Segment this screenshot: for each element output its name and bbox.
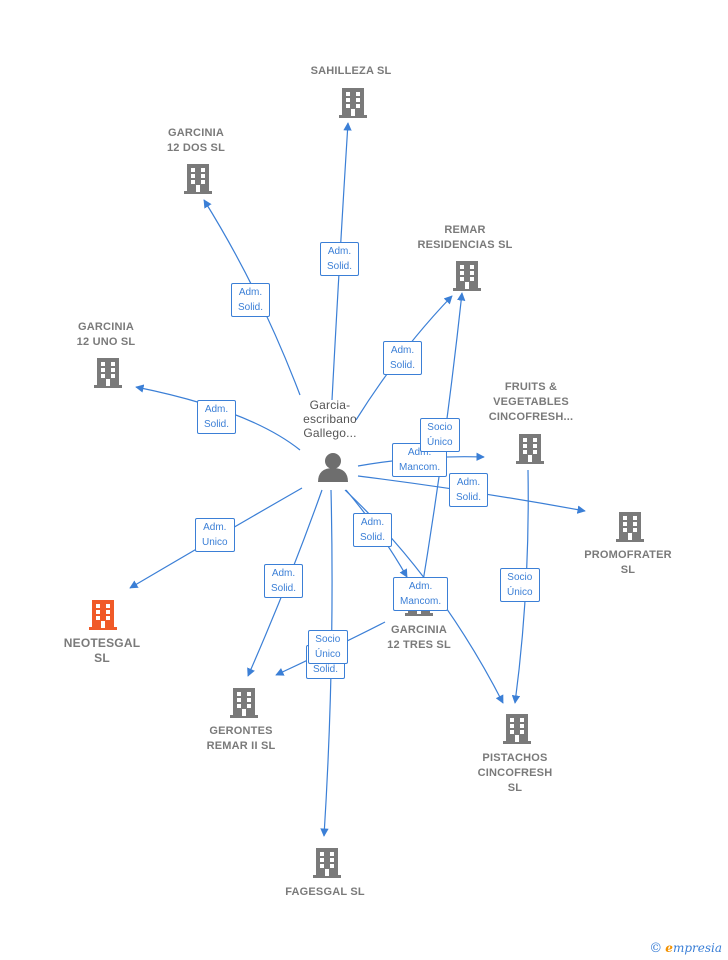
brand-logo[interactable]: ©empresia xyxy=(649,941,722,956)
company-name-line: GARCINIA xyxy=(78,321,134,333)
building-icon[interactable] xyxy=(616,512,644,542)
building-icon[interactable] xyxy=(230,688,258,718)
company-name-line: FAGESGAL SL xyxy=(285,886,365,898)
person-icon[interactable] xyxy=(318,453,348,482)
company-name-line: 12 TRES SL xyxy=(387,639,451,651)
company-name-line: CINCOFRESH xyxy=(477,767,553,779)
relation-label[interactable]: Adm. Solid. xyxy=(449,473,489,507)
company-name-line: FRUITS & xyxy=(504,381,558,393)
building-icon[interactable] xyxy=(184,164,212,194)
company-name-line: SL xyxy=(620,564,636,576)
company-label-pistachos[interactable]: PISTACHOS CINCOFRESH SL xyxy=(455,751,575,796)
company-name-line: CINCOFRESH... xyxy=(488,411,574,423)
relation-label[interactable]: Adm. Solid. xyxy=(353,513,393,547)
relation-label[interactable]: Adm. Solid. xyxy=(383,341,423,375)
relation-label[interactable]: Adm. Solid. xyxy=(264,564,304,598)
copyright-icon: © xyxy=(649,941,663,956)
relation-label[interactable]: Adm. Solid. xyxy=(197,400,237,434)
building-icon[interactable] xyxy=(503,714,531,744)
company-label-gerontes-remar[interactable]: GERONTES REMAR II SL xyxy=(181,724,301,754)
company-label-fruits-vegetables[interactable]: FRUITS & VEGETABLES CINCOFRESH... xyxy=(466,380,596,425)
company-name-line: SAHILLEZA SL xyxy=(310,65,392,77)
company-label-promofrater[interactable]: PROMOFRATER SL xyxy=(568,548,688,578)
company-label-fagesgal[interactable]: FAGESGAL SL xyxy=(265,885,385,900)
person-name[interactable]: Garcia- escribano Gallego... xyxy=(280,398,380,440)
building-icon[interactable] xyxy=(516,434,544,464)
company-name-line: GERONTES xyxy=(209,725,273,737)
company-label-sahilleza[interactable]: SAHILLEZA SL xyxy=(291,64,411,79)
company-name-line: PROMOFRATER xyxy=(584,549,672,561)
company-label-garcinia-12-tres[interactable]: GARCINIA 12 TRES SL xyxy=(359,623,479,653)
person-name-line: Gallego... xyxy=(303,426,357,440)
company-label-garcinia-12-uno[interactable]: GARCINIA 12 UNO SL xyxy=(46,320,166,350)
building-icon[interactable] xyxy=(94,358,122,388)
company-name-line: VEGETABLES xyxy=(493,396,569,408)
relation-label[interactable]: Adm. Mancom. xyxy=(393,577,449,611)
person-name-line: escribano xyxy=(303,412,357,426)
company-name-line: PISTACHOS xyxy=(482,752,548,764)
company-name-line: 12 DOS SL xyxy=(166,142,226,154)
brand-initial: e xyxy=(665,941,673,955)
building-icon[interactable] xyxy=(453,261,481,291)
company-label-neotesgal[interactable]: NEOTESGAL SL xyxy=(42,636,162,666)
building-icon[interactable] xyxy=(339,88,367,118)
company-name-line: REMAR II SL xyxy=(206,740,276,752)
company-name-line: NEOTESGAL xyxy=(63,636,141,650)
focus-building-icon[interactable] xyxy=(89,600,117,630)
company-name-line: SL xyxy=(94,651,110,665)
brand-name: mpresia xyxy=(672,941,722,955)
company-name-line: REMAR xyxy=(444,224,486,236)
building-icon[interactable] xyxy=(313,848,341,878)
company-label-remar-residencias[interactable]: REMAR RESIDENCIAS SL xyxy=(405,223,525,253)
relation-label[interactable]: Socio Único xyxy=(500,568,540,602)
person-name-line: Garcia- xyxy=(309,398,351,412)
relation-label[interactable]: Adm. Solid. xyxy=(231,283,271,317)
company-name-line: RESIDENCIAS SL xyxy=(417,239,513,251)
company-name-line: GARCINIA xyxy=(168,127,224,139)
company-name-line: 12 UNO SL xyxy=(76,336,136,348)
relation-label[interactable]: Adm. Solid. xyxy=(320,242,360,276)
company-name-line: SL xyxy=(507,782,523,794)
relation-label[interactable]: Socio Único xyxy=(420,418,460,452)
relation-label[interactable]: Adm. Unico xyxy=(195,518,235,552)
company-name-line: GARCINIA xyxy=(391,624,447,636)
company-label-garcinia-12-dos[interactable]: GARCINIA 12 DOS SL xyxy=(136,126,256,156)
relation-label[interactable]: Socio Único xyxy=(308,630,348,664)
